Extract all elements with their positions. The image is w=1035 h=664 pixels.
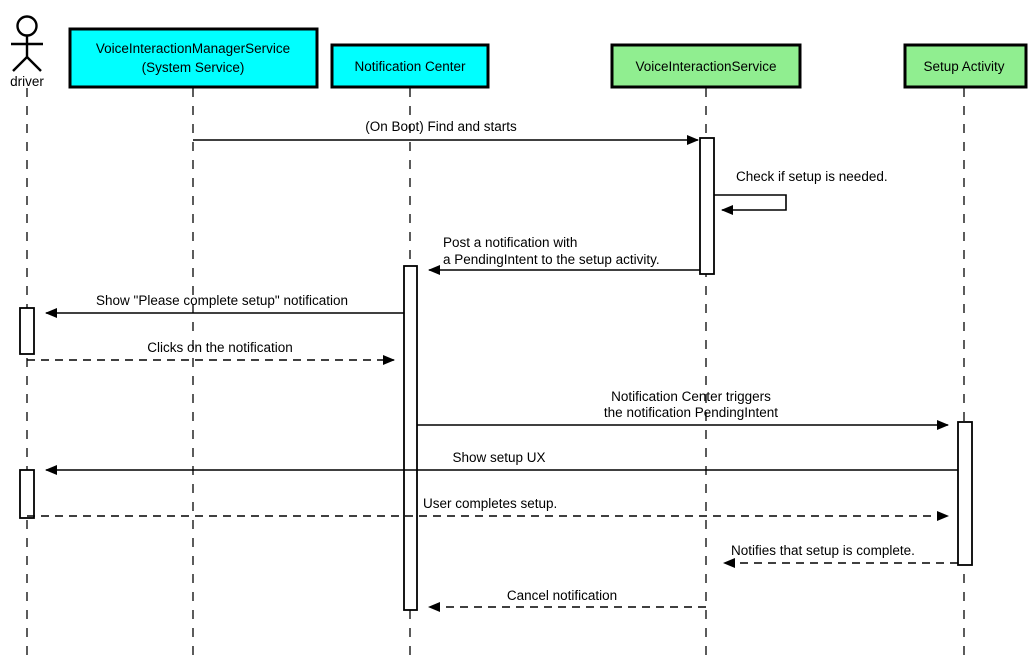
- message-label-line1: Notification Center triggers: [611, 389, 771, 404]
- message-user-completes-setup[interactable]: User completes setup.: [27, 496, 949, 521]
- participant-box: [330, 43, 490, 89]
- participant-notification-center[interactable]: Notification Center: [330, 43, 490, 89]
- actor-label-driver: driver: [10, 74, 44, 89]
- participant-label-line1: Notification Center: [354, 59, 466, 74]
- participant-label-line1: VoiceInteractionManagerService: [96, 41, 290, 56]
- message-show-setup-ux[interactable]: Show setup UX: [45, 450, 958, 475]
- message-self-path: [714, 194, 787, 215]
- message-label: Show "Please complete setup" notificatio…: [96, 293, 348, 308]
- message-label-line2: a PendingIntent to the setup activity.: [443, 252, 660, 267]
- participant-setup-activity[interactable]: Setup Activity: [903, 43, 1028, 89]
- message-notification-center-triggers-pendingintent[interactable]: Notification Center triggers the notific…: [417, 389, 949, 430]
- message-notifies-that-setup-is-complete[interactable]: Notifies that setup is complete.: [723, 543, 958, 568]
- participant-label-line1: Setup Activity: [923, 59, 1004, 74]
- message-label: Clicks on the notification: [147, 340, 293, 355]
- message-post-a-notification[interactable]: Post a notification with a PendingIntent…: [428, 235, 700, 275]
- actor-leg-right-icon: [26, 56, 42, 72]
- message-label: (On Boot) Find and starts: [365, 119, 517, 134]
- participant-box: [903, 43, 1028, 89]
- actor-leg-left-icon: [12, 56, 28, 72]
- participant-voiceinteractionmanagerservice[interactable]: VoiceInteractionManagerService (System S…: [68, 27, 319, 89]
- participant-label-line1: VoiceInteractionService: [635, 59, 776, 74]
- activation-bar-notification-center-1: [403, 265, 418, 611]
- message-label-line2: the notification PendingIntent: [604, 405, 778, 420]
- activation-bar-driver-2: [19, 469, 35, 519]
- participant-box: [68, 27, 319, 89]
- participant-label-line2: (System Service): [142, 60, 245, 75]
- activation-bar-setup-activity-1: [957, 421, 973, 566]
- message-label: Show setup UX: [452, 450, 545, 465]
- activation-bars-group: [19, 137, 973, 611]
- message-label: User completes setup.: [423, 496, 557, 511]
- message-show-please-complete-setup-notification[interactable]: Show "Please complete setup" notificatio…: [45, 293, 404, 318]
- actor-driver[interactable]: driver: [10, 15, 44, 90]
- message-check-if-setup-is-needed[interactable]: Check if setup is needed.: [714, 169, 888, 215]
- actor-head-icon: [16, 15, 38, 37]
- activation-bar-voiceinteractionservice-1: [699, 137, 715, 275]
- message-label: Notifies that setup is complete.: [731, 543, 915, 558]
- message-clicks-on-the-notification[interactable]: Clicks on the notification: [27, 340, 395, 365]
- message-cancel-notification[interactable]: Cancel notification: [428, 588, 706, 612]
- message-on-boot-find-and-starts[interactable]: (On Boot) Find and starts: [193, 119, 699, 145]
- message-label: Check if setup is needed.: [736, 169, 888, 184]
- participant-voiceinteractionservice[interactable]: VoiceInteractionService: [610, 43, 802, 89]
- message-label: Cancel notification: [507, 588, 617, 603]
- activation-bar-driver-1: [19, 307, 35, 355]
- participant-box: [610, 43, 802, 89]
- message-label-line1: Post a notification with: [443, 235, 577, 250]
